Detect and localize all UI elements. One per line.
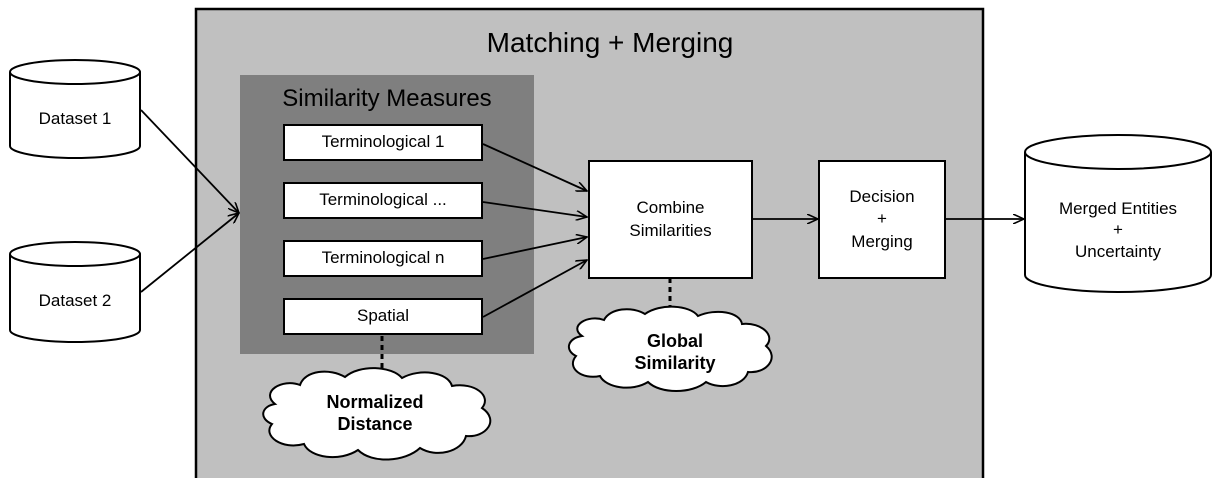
- arrow-dataset1-to-similarity: [140, 109, 239, 213]
- main-title: Matching + Merging: [486, 26, 734, 58]
- normalized-distance-cloud: [262, 367, 492, 461]
- measure-spatial: Spatial: [283, 298, 483, 335]
- measure-terminological-1: Terminological 1: [283, 124, 483, 161]
- dataset-1-cylinder: [9, 59, 141, 159]
- normalized-distance-label: Normalized Distance: [326, 391, 424, 435]
- dataset-1-label: Dataset 1: [38, 109, 112, 129]
- arrow-spatial-to-combine: [482, 260, 587, 318]
- dataset-2-label: Dataset 2: [38, 291, 112, 311]
- measure-terminological-ellipsis: Terminological ...: [283, 182, 483, 219]
- global-similarity-label: Global Similarity: [634, 330, 716, 374]
- global-similarity-cloud: [567, 305, 773, 392]
- arrow-terminologicaln-to-combine: [482, 237, 587, 260]
- arrow-terminological2-to-combine: [482, 201, 587, 217]
- arrow-dataset2-to-similarity: [140, 213, 239, 293]
- decision-merging-box: Decision + Merging: [818, 160, 946, 279]
- merged-entities-cylinder: [1024, 134, 1212, 293]
- merged-entities-label: Merged Entities + Uncertainty: [1058, 199, 1178, 261]
- combine-similarities-box: Combine Similarities: [588, 160, 753, 279]
- dataset-2-cylinder: [9, 241, 141, 343]
- measure-terminological-n: Terminological n: [283, 240, 483, 277]
- similarity-panel-title: Similarity Measures: [282, 85, 492, 112]
- arrow-terminological1-to-combine: [482, 143, 587, 191]
